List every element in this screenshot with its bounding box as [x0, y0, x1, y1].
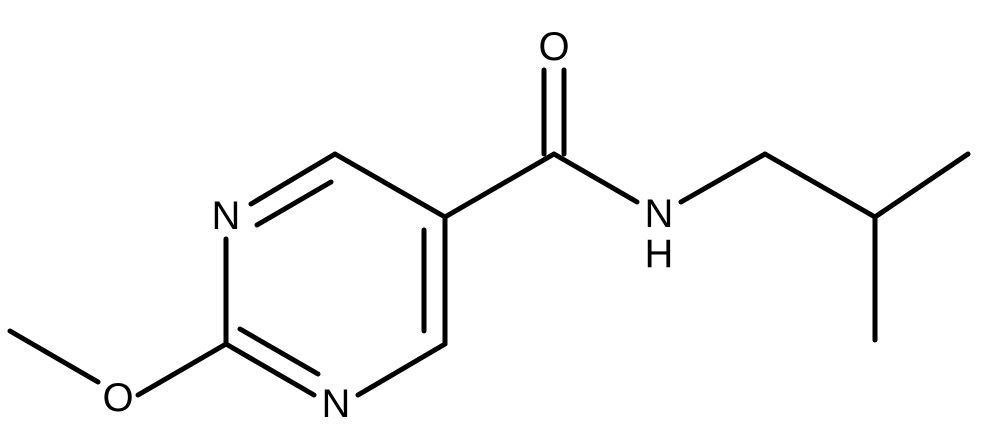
bond-ch-methyl-a	[872, 151, 971, 220]
atom-label-carbonyl-oxygen: O	[538, 25, 569, 69]
bond-c6-c5	[332, 151, 448, 220]
bond-n3-c2	[223, 341, 317, 398]
atom-label-methoxy-oxygen: O	[102, 376, 133, 420]
bond-n3-c2-double	[237, 326, 321, 377]
bond-ch2-ch	[762, 151, 878, 220]
atom-label-amide-nitrogen: N	[645, 192, 674, 236]
bond-c4-n3	[355, 341, 448, 398]
bond-n-ch2	[678, 151, 768, 205]
bond-o-methyl	[7, 328, 101, 385]
atom-label-amide-hydrogen: H	[645, 232, 674, 276]
bond-n1-c6-double	[254, 179, 334, 228]
atom-label-ring-nitrogen-1: N	[212, 194, 241, 238]
bond-carbonyl-n	[551, 151, 640, 205]
bond-n1-c6	[248, 151, 338, 207]
bond-c2-o	[135, 341, 229, 398]
atom-label-ring-nitrogen-3: N	[322, 382, 351, 426]
bond-c5-carbonyl	[442, 151, 557, 220]
